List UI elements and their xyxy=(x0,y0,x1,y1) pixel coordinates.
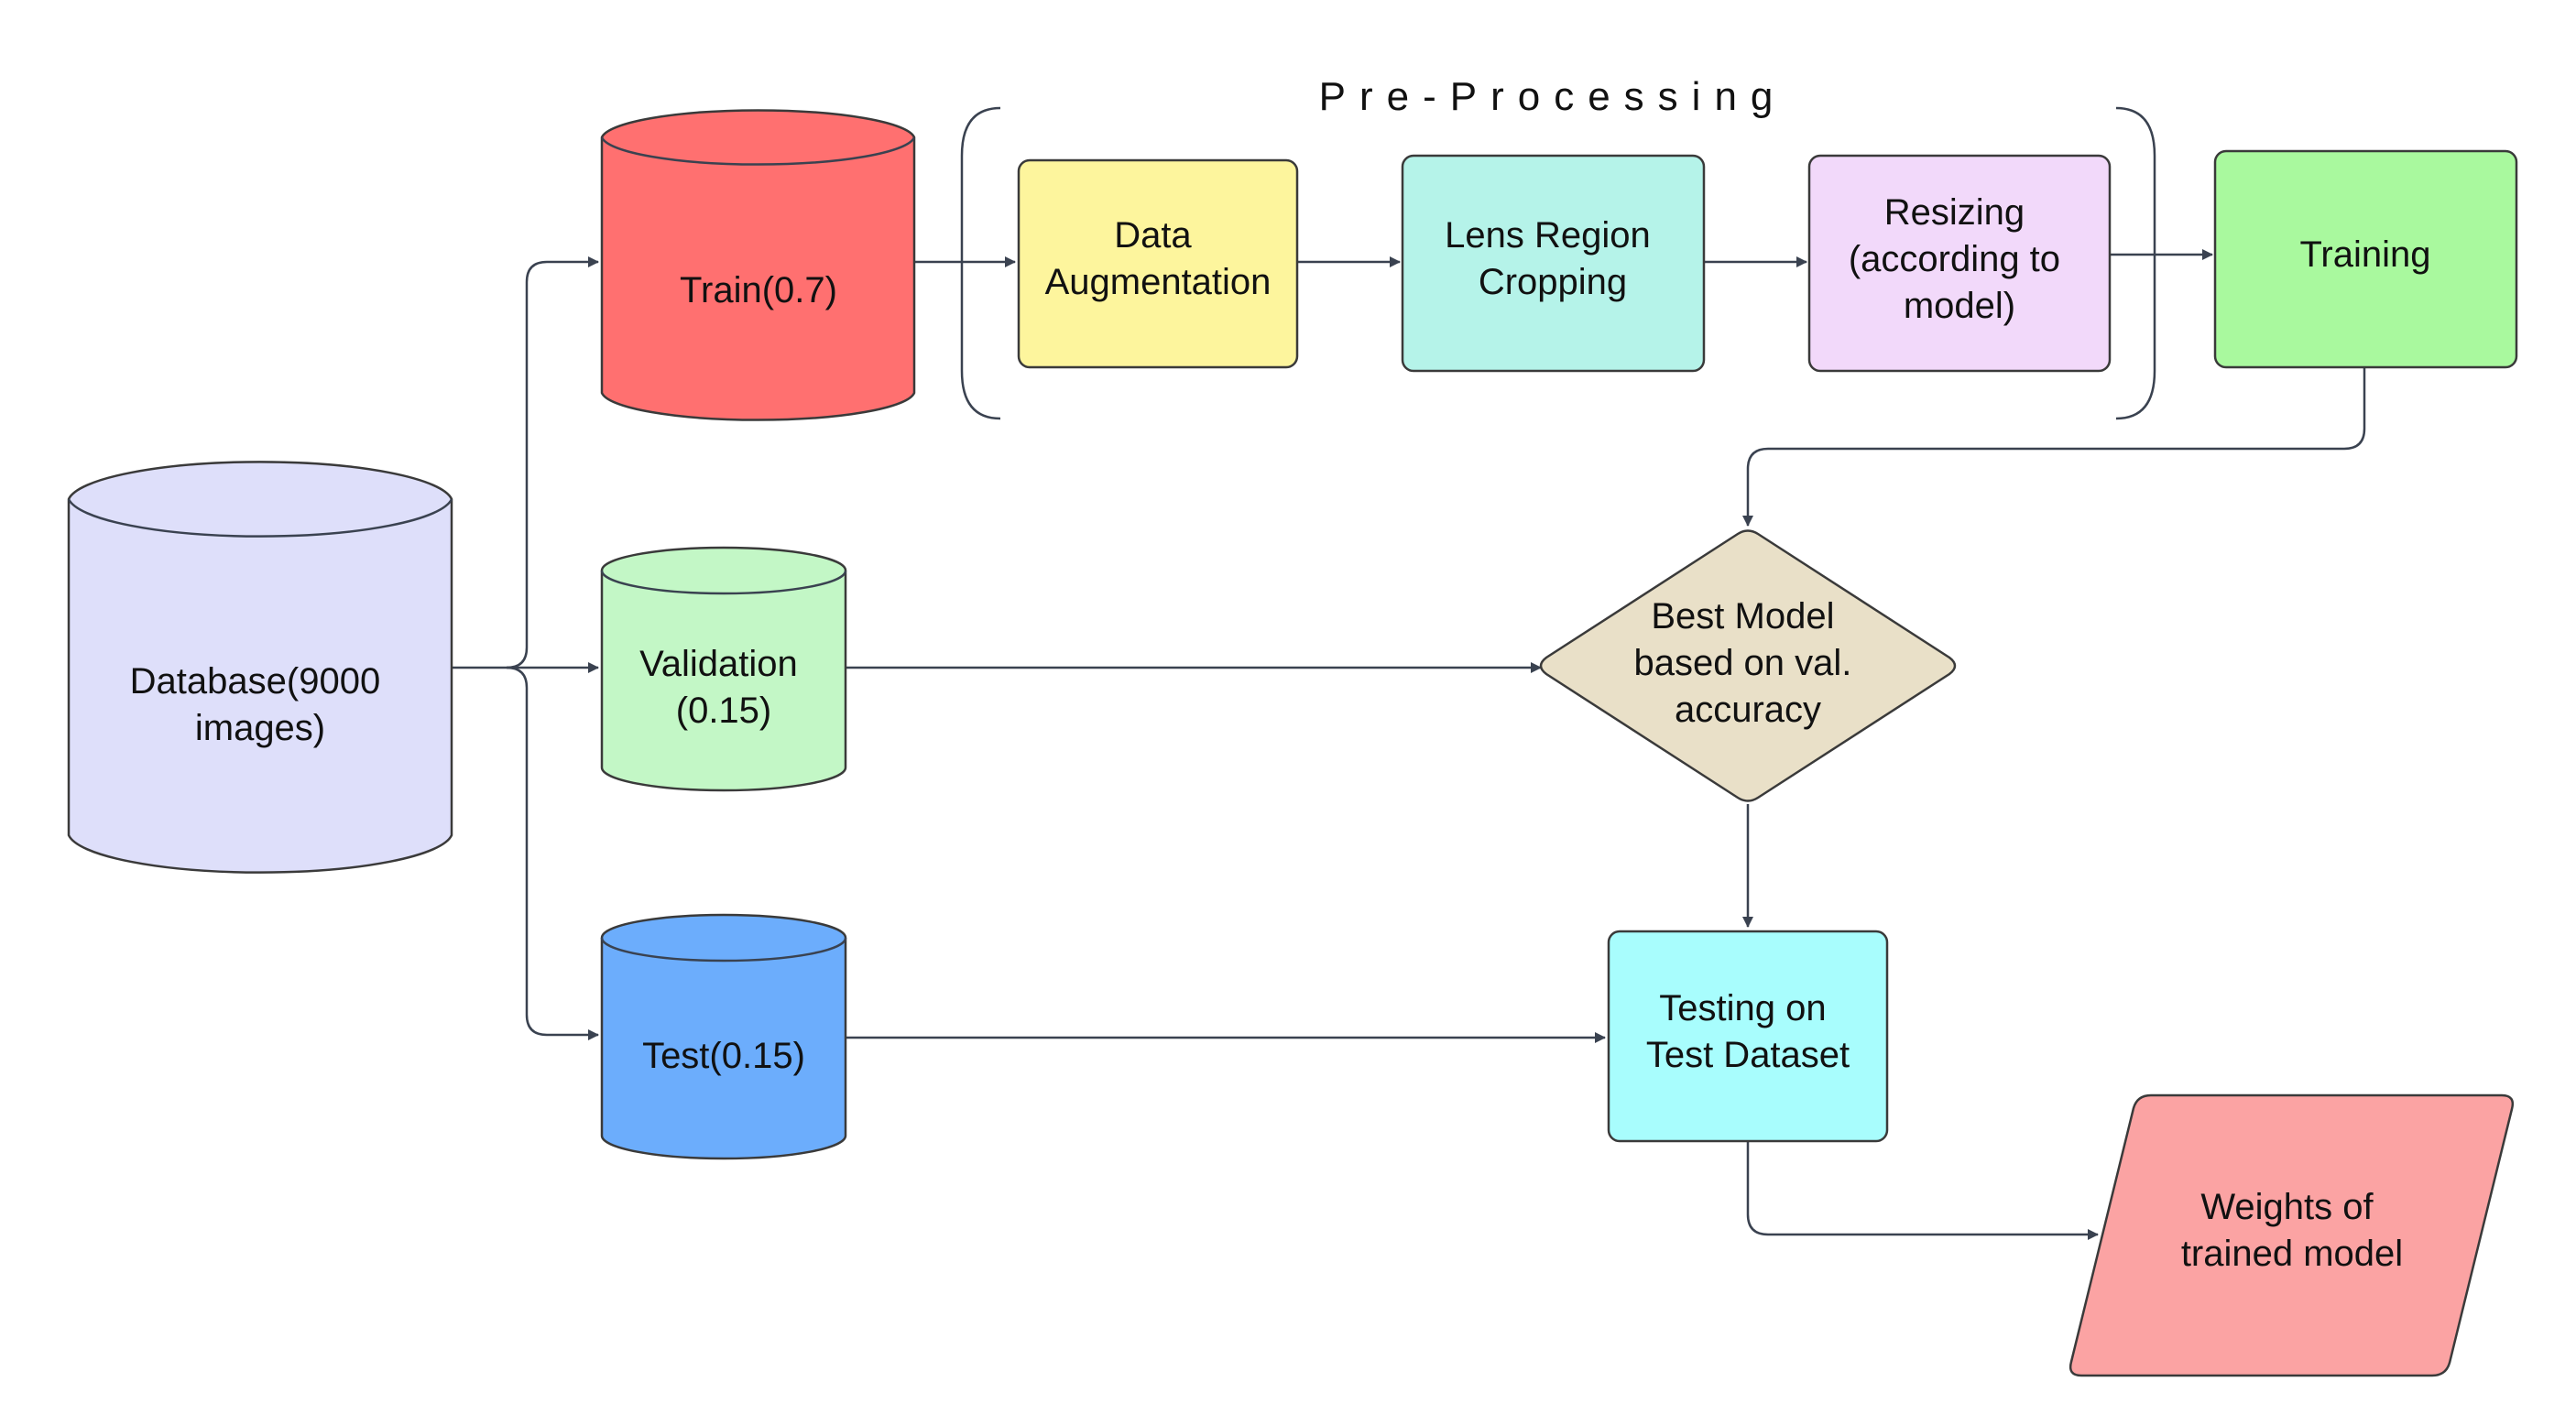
node-train: Train(0.7) xyxy=(600,109,916,421)
best-model-label: Best Model based on val. accuracy xyxy=(1633,596,1861,730)
training-box xyxy=(2213,149,2518,369)
data-augmentation-box xyxy=(1017,158,1299,369)
weights-label: Weights of trained model xyxy=(2181,1187,2403,1274)
edge-testing-weights xyxy=(1746,1141,2099,1240)
data-augmentation-label: Data Augmentation xyxy=(1045,215,1272,302)
node-testing: Testing on Test Dataset xyxy=(1607,930,1889,1143)
node-weights: Weights of trained model xyxy=(2068,1093,2515,1377)
right-brace xyxy=(2115,106,2156,420)
resizing-box xyxy=(1807,154,2112,373)
database-label: Database(9000 images) xyxy=(130,661,391,748)
resizing-label: Resizing (according to model) xyxy=(1849,192,2070,326)
node-test: Test(0.15) xyxy=(600,913,847,1160)
node-database: Database(9000 images) xyxy=(67,461,453,874)
node-validation: Validation (0.15) xyxy=(600,546,847,792)
validation-label: Validation (0.15) xyxy=(639,644,808,731)
lens-region-cropping-label: Lens Region Cropping xyxy=(1445,215,1661,302)
connectors xyxy=(452,249,2366,1240)
node-best-model: Best Model based on val. accuracy xyxy=(1539,529,1957,802)
weights-parallelogram xyxy=(2068,1093,2515,1377)
best-model-diamond xyxy=(1539,529,1957,802)
pre-processing-label: Pre-Processing xyxy=(1319,74,1787,119)
edge-training-bestmodel xyxy=(1742,367,2366,527)
database-cylinder xyxy=(67,461,453,874)
node-lens-region-cropping: Lens Region Cropping xyxy=(1401,154,1706,373)
node-data-augmentation: Data Augmentation xyxy=(1017,158,1299,369)
training-label: Training xyxy=(2299,234,2430,275)
pre-processing-group: Pre-Processing xyxy=(960,74,2156,420)
validation-cylinder xyxy=(600,546,847,792)
train-label: Train(0.7) xyxy=(680,270,837,310)
testing-box xyxy=(1607,930,1889,1143)
edge-database-test xyxy=(506,666,599,1040)
testing-label: Testing on Test Dataset xyxy=(1646,988,1850,1075)
test-cylinder xyxy=(600,913,847,1160)
left-brace xyxy=(960,106,1001,420)
train-cylinder xyxy=(600,109,916,421)
test-label: Test(0.15) xyxy=(642,1036,805,1076)
node-training: Training xyxy=(2213,149,2518,369)
lens-region-cropping-box xyxy=(1401,154,1706,373)
node-resizing: Resizing (according to model) xyxy=(1807,154,2112,373)
edge-database-train xyxy=(452,256,599,669)
